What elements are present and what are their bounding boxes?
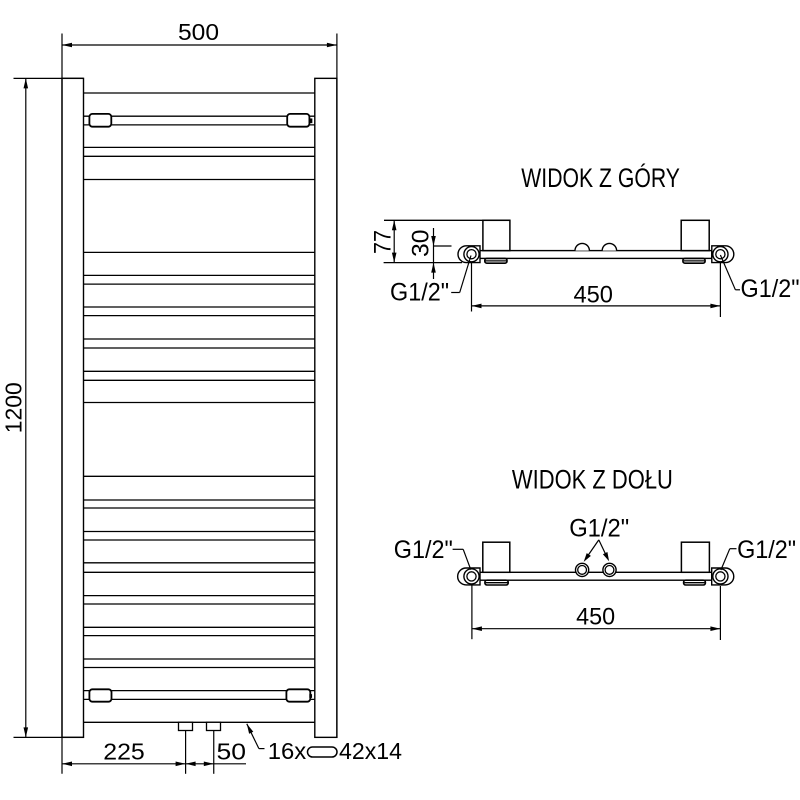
svg-text:WIDOK Z DOŁU: WIDOK Z DOŁU (512, 465, 673, 495)
svg-text:450: 450 (573, 282, 613, 309)
svg-text:G1/2": G1/2" (390, 278, 449, 306)
svg-text:G1/2": G1/2" (741, 275, 800, 303)
svg-text:16x: 16x (268, 738, 307, 764)
svg-text:G1/2": G1/2" (737, 536, 796, 564)
svg-text:1200: 1200 (0, 382, 26, 433)
svg-text:225: 225 (103, 739, 145, 765)
svg-text:450: 450 (576, 604, 615, 631)
svg-text:77: 77 (370, 230, 397, 254)
svg-text:30: 30 (408, 230, 435, 257)
svg-text:G1/2": G1/2" (569, 515, 629, 543)
svg-text:G1/2": G1/2" (394, 536, 453, 564)
svg-text:50: 50 (217, 739, 247, 765)
svg-text:WIDOK Z GÓRY: WIDOK Z GÓRY (521, 162, 680, 193)
svg-text:42x14: 42x14 (339, 738, 402, 764)
svg-text:500: 500 (178, 19, 219, 45)
